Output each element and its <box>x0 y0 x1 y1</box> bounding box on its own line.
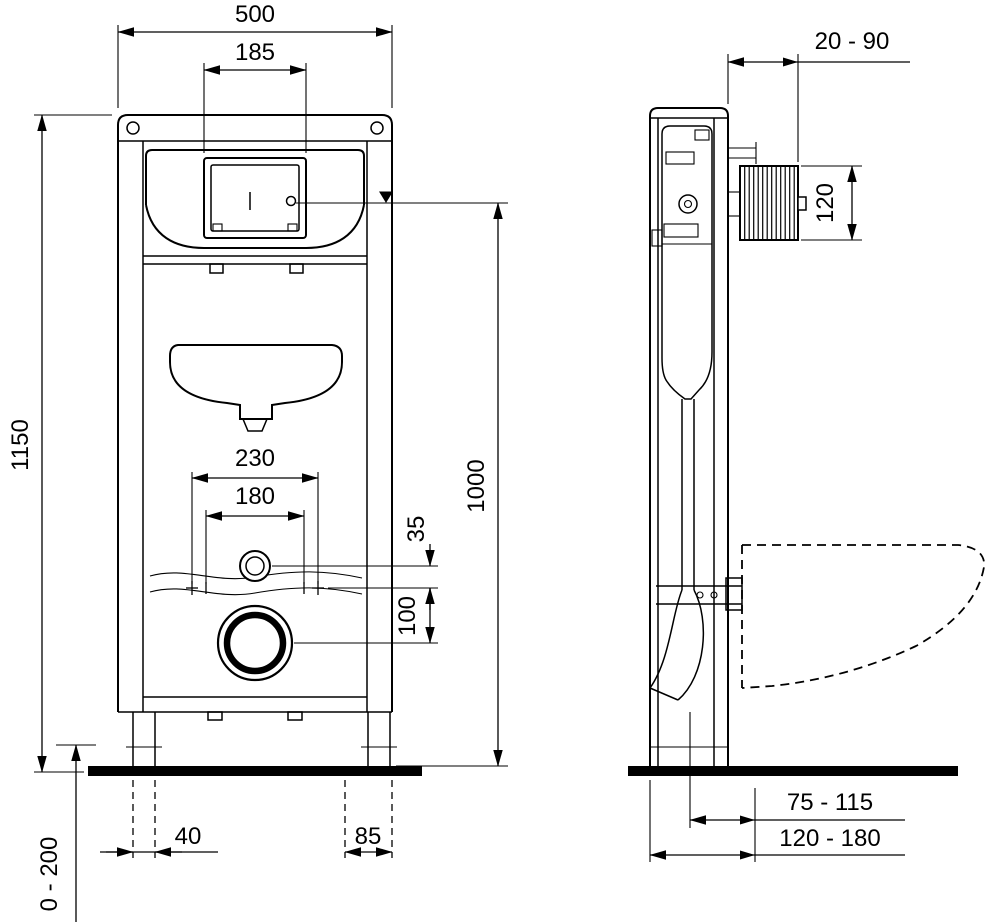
window-corner-left <box>212 223 223 232</box>
dim-1000-label: 1000 <box>463 459 490 512</box>
cistern-tab-left <box>209 263 224 274</box>
wavy-break-line-2 <box>149 587 363 596</box>
bowl-dashed-profile <box>741 544 985 689</box>
flush-bend-cover <box>169 344 343 432</box>
waste-outlet-ring <box>223 611 287 675</box>
dimensions: 500 185 1150 1000 230 <box>7 1 910 922</box>
dim-span-inner-label: 180 <box>235 483 275 510</box>
ports <box>216 550 294 682</box>
mechanism-bracket <box>651 229 663 247</box>
dim-foot-40-label: 40 <box>175 823 202 850</box>
outlet-bend-cap <box>649 687 679 701</box>
mechanism-block-upper <box>665 151 695 165</box>
side-cistern <box>651 125 713 400</box>
dim-front-width-label: 500 <box>235 1 275 28</box>
cistern-tab-right <box>289 263 304 274</box>
dim-120: 120 <box>801 165 862 241</box>
dim-40: 40 <box>100 823 218 857</box>
mechanism-block-lower <box>663 223 699 238</box>
bottom-tab-left <box>207 711 223 721</box>
side-frame <box>649 107 757 766</box>
dim-foot-range: 0 - 200 <box>36 744 96 922</box>
base-plate <box>88 766 422 776</box>
bracket-bolt-1 <box>696 591 704 599</box>
flush-plate-inner <box>210 164 300 232</box>
bracket-bolt-2 <box>710 591 718 599</box>
niche-push-rod <box>797 196 807 211</box>
feet <box>88 712 422 858</box>
dim-outlet-range-b-label: 120 - 180 <box>779 825 880 852</box>
dim-outlet-range-a: 75 - 115 <box>689 712 905 862</box>
side-pipes <box>649 399 743 701</box>
side-cistern-body <box>661 125 713 400</box>
dim-35: 35 <box>272 516 438 610</box>
wall-niche-block <box>728 165 807 241</box>
window-corner-right <box>287 223 298 232</box>
bottom-tab-right <box>287 711 303 721</box>
side-view <box>628 107 985 776</box>
screw-hole-right <box>370 121 384 135</box>
frame-outline <box>117 114 393 721</box>
arrow-right <box>783 57 798 67</box>
dim-offset-35-label: 35 <box>403 516 430 543</box>
side-frame-outer <box>649 107 729 766</box>
dim-1150: 1150 <box>7 114 112 773</box>
flush-plate-niche <box>739 165 799 241</box>
dim-500: 500 <box>117 1 393 108</box>
dim-185: 185 <box>203 39 307 153</box>
water-inlet-port-outer <box>239 550 271 582</box>
dim-offset-100-label: 100 <box>394 596 421 636</box>
datum-triangle <box>379 191 393 203</box>
dim-frame-height-label: 1150 <box>7 419 34 471</box>
fill-valve <box>694 129 710 141</box>
actuator-rod-center <box>683 199 693 209</box>
frame-outer <box>117 114 393 712</box>
front-view <box>88 114 422 858</box>
dim-span-outer-label: 230 <box>235 445 275 472</box>
dim-plate-height-label: 120 <box>812 183 839 223</box>
dim-wall-range: 20 - 90 <box>727 28 910 162</box>
cistern-bottom-scallop <box>145 204 365 249</box>
dim-foot-range-label: 0 - 200 <box>36 837 63 912</box>
arrow-right <box>740 815 755 825</box>
arrow-right <box>740 850 755 860</box>
dim-foot-85-label: 85 <box>355 823 382 850</box>
wc-bowl-outline <box>741 544 985 689</box>
dim-180: 180 <box>205 483 305 584</box>
cistern-top <box>145 149 365 205</box>
dim-plate-width-label: 185 <box>235 39 275 66</box>
cistern <box>143 149 367 274</box>
dim-outlet-range-a-label: 75 - 115 <box>787 789 873 816</box>
tank-shape <box>169 344 343 420</box>
tank-spout <box>241 418 269 432</box>
actuator-rod-circle <box>678 194 698 214</box>
dim-85: 85 <box>344 823 393 857</box>
dim-wall-range-label: 20 - 90 <box>815 28 890 55</box>
flush-actuator-dot <box>285 195 297 207</box>
outlet-bend-inner <box>649 589 683 689</box>
water-inlet-port-inner <box>245 556 265 576</box>
screw-hole-left <box>126 121 140 135</box>
side-base-plate <box>628 766 958 776</box>
dim-outlet-range-b: 120 - 180 <box>649 780 905 862</box>
outlet-bend-outer <box>677 589 705 701</box>
dim-100: 100 <box>294 588 438 644</box>
flush-plate-window <box>203 157 307 239</box>
dim-1000: 1000 <box>296 191 508 767</box>
dim-230: 230 <box>191 445 319 584</box>
